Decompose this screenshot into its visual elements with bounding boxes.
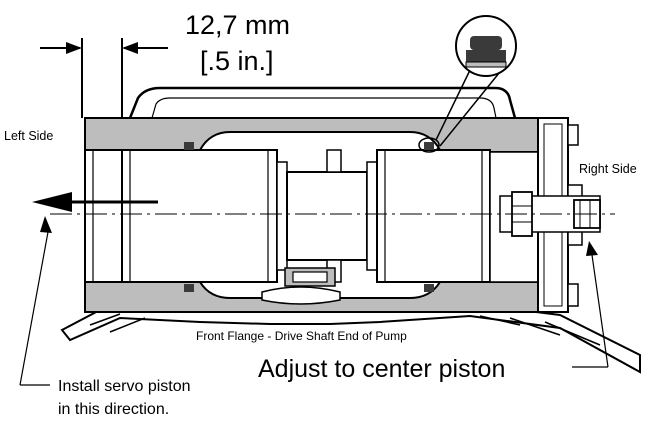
adjust-center-leader: [572, 241, 609, 368]
left-piston: [121, 149, 288, 283]
dimension-metric-label: 12,7 mm: [185, 10, 290, 40]
flange-hatch: [89, 313, 601, 346]
left-side-label: Left Side: [4, 129, 53, 143]
install-direction-line2: in this direction.: [58, 401, 169, 418]
housing-upper-wall: [84, 117, 539, 153]
install-direction-leader: [19, 216, 52, 386]
direction-arrow: [32, 192, 158, 212]
right-piston: [366, 149, 491, 283]
o-ring-seals: [184, 142, 434, 292]
top-cover: [128, 86, 517, 119]
dimension-imperial-label: [.5 in.]: [200, 46, 274, 76]
adjust-center-label: Adjust to center piston: [258, 355, 505, 383]
center-shaft: [261, 149, 368, 305]
front-flange-label: Front Flange - Drive Shaft End of Pump: [196, 329, 407, 343]
right-side-label: Right Side: [579, 162, 637, 176]
install-direction-line1: Install servo piston: [58, 378, 191, 395]
dimension-annotation: 12,7 mm [.5 in.]: [40, 10, 290, 118]
seal-detail-callout: [418, 15, 517, 153]
